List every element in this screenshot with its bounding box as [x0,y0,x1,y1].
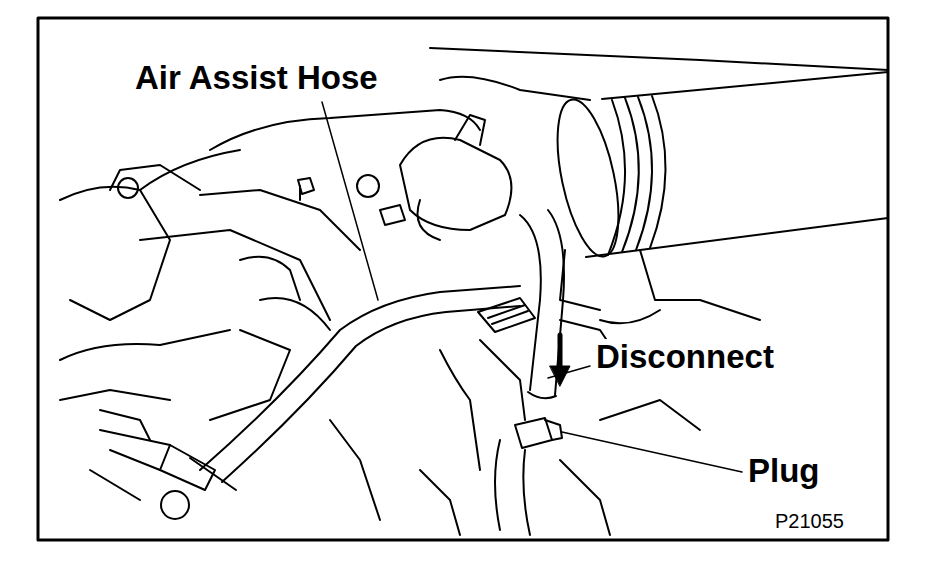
frame [38,18,888,540]
leader-line [562,432,742,472]
leader-lines [322,102,742,472]
leader-line [322,102,378,300]
part-label: Air Assist Hose [133,60,380,96]
action-label: Disconnect [594,339,776,375]
engine-parts [60,48,888,535]
disconnect-arrow [550,335,570,386]
figure-number: P21055 [773,510,846,532]
part-label: Plug [746,453,822,489]
